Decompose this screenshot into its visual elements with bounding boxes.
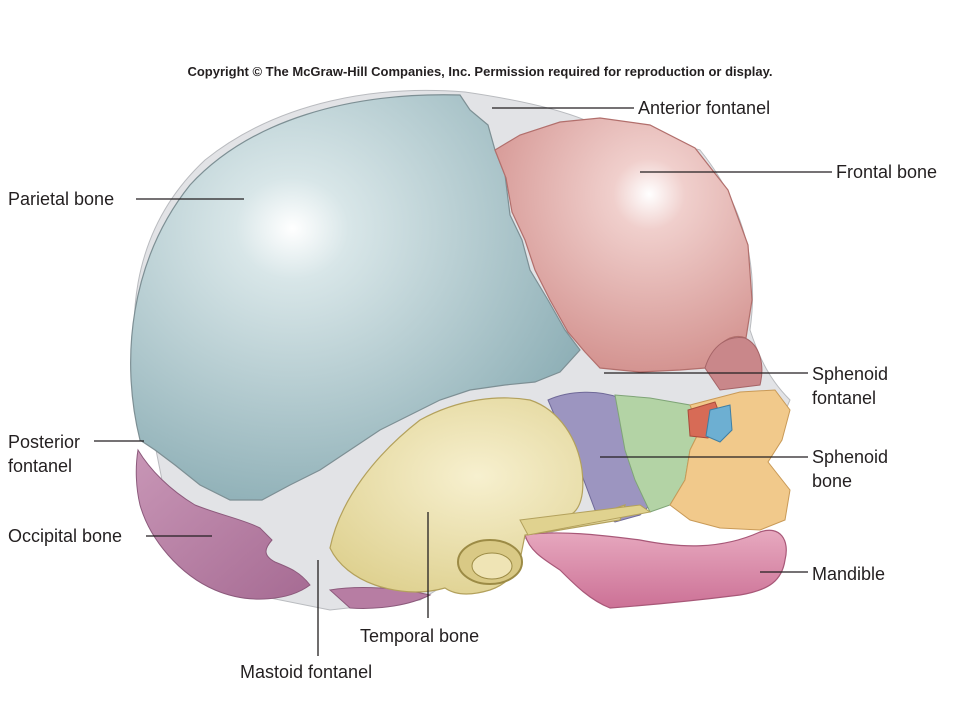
label-temporal-bone: Temporal bone <box>360 626 480 646</box>
ear-canal-inner <box>471 552 513 580</box>
zygomatic-process-shape <box>519 504 652 536</box>
label-sphenoid-fontanel: Sphenoid fontanel <box>812 362 888 410</box>
label-sphenoid-fontanel-line2: fontanel <box>812 388 877 408</box>
occipital-lower-shape <box>328 587 432 609</box>
parietal-bone-shape <box>130 94 581 501</box>
label-posterior-fontanel-line2: fontanel <box>8 456 73 476</box>
label-sphenoid-bone-line1: Sphenoid <box>812 447 889 467</box>
occipital-bone-shape <box>135 448 311 600</box>
copyright-notice: Copyright © The McGraw-Hill Companies, I… <box>187 64 773 79</box>
label-sphenoid-bone: Sphenoid bone <box>812 445 888 493</box>
orbit-shape <box>704 336 763 391</box>
label-parietal-bone: Parietal bone <box>8 189 115 209</box>
leader-lines <box>94 107 832 656</box>
label-occipital-bone: Occipital bone <box>8 526 123 546</box>
label-mandible: Mandible <box>812 564 886 584</box>
ethmoid-blue-shape <box>705 404 733 443</box>
label-mastoid-fontanel: Mastoid fontanel <box>240 662 373 682</box>
label-sphenoid-fontanel-line1: Sphenoid <box>812 364 889 384</box>
label-sphenoid-bone-line2: bone <box>812 471 853 491</box>
label-posterior-fontanel: Posterior fontanel <box>8 430 80 478</box>
mandible-shape <box>524 529 787 609</box>
label-frontal-bone: Frontal bone <box>836 162 938 182</box>
label-anterior-fontanel: Anterior fontanel <box>638 98 771 118</box>
label-posterior-fontanel-line1: Posterior <box>8 432 81 452</box>
